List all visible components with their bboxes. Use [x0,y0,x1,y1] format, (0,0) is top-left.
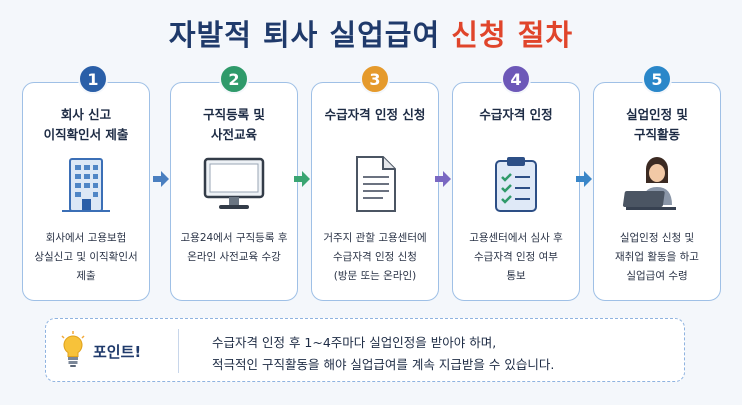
tip-box: 포인트! 수급자격 인정 후 1~4주마다 실업인정을 받아야 하며, 적극적인… [45,318,685,382]
arrow-right-icon [293,170,311,188]
step-desc-5: 실업인정 신청 및 재취업 활동을 하고 실업급여 수령 [615,232,699,282]
arrow-right-icon [152,170,170,188]
page-title-main: 자발적 퇴사 실업급여 [168,18,441,52]
step-number-4: 4 [501,64,531,94]
step-number-3: 3 [360,64,390,94]
step-desc-1: 회사에서 고용보험 상실신고 및 이직확인서 제출 [34,232,138,282]
office-building-icon [23,155,149,213]
person-laptop-icon [594,155,720,213]
arrow-right-icon [434,170,452,188]
step-card-5: 실업인정 및 구직활동 실업인정 신청 및 재취업 활동을 하고 실업급여 수령 [593,82,721,301]
tip-line-2: 적극적인 구직활동을 해야 실업급여를 계속 지급받을 수 있습니다. [212,357,555,372]
arrow-right-icon [575,170,593,188]
step-desc-4: 고용센터에서 심사 후 수급자격 인정 여부 통보 [469,232,563,282]
step-card-2: 구직등록 및 사전교육 고용24에서 구직등록 후 온라인 사전교육 수강 [170,82,298,301]
lightbulb-icon [60,331,86,369]
step-card-4: 수급자격 인정 고용센터에서 심사 후 수급자격 인정 여부 통보 [452,82,580,301]
step-desc-2: 고용24에서 구직등록 후 온라인 사전교육 수강 [180,232,288,263]
page-title: 자발적 퇴사 실업급여 신청 절차 [0,12,742,54]
tip-label: 포인트! [93,343,142,361]
step-title-5: 실업인정 및 구직활동 [626,107,688,142]
step-desc-3: 거주지 관할 고용센터에 수급자격 인정 신청 (방문 또는 온라인) [323,232,427,282]
step-number-2: 2 [219,64,249,94]
page-title-accent: 신청 절차 [451,18,574,52]
step-title-2: 구직등록 및 사전교육 [203,107,265,142]
step-number-1: 1 [78,64,108,94]
document-icon [312,155,438,213]
step-title-1: 회사 신고 이직확인서 제출 [43,107,129,142]
step-title-4: 수급자격 인정 [479,107,553,122]
tip-line-1: 수급자격 인정 후 1~4주마다 실업인정을 받아야 하며, [212,335,497,350]
computer-monitor-icon [171,155,297,213]
tip-divider [178,329,179,373]
step-title-3: 수급자격 인정 신청 [324,107,426,122]
step-number-5: 5 [642,64,672,94]
clipboard-checklist-icon [453,155,579,213]
step-card-3: 수급자격 인정 신청 거주지 관할 고용센터에 수급자격 인정 신청 (방문 또… [311,82,439,301]
step-card-1: 회사 신고 이직확인서 제출 회사에서 고용보험 상실신고 및 이직확인서 제출 [22,82,150,301]
